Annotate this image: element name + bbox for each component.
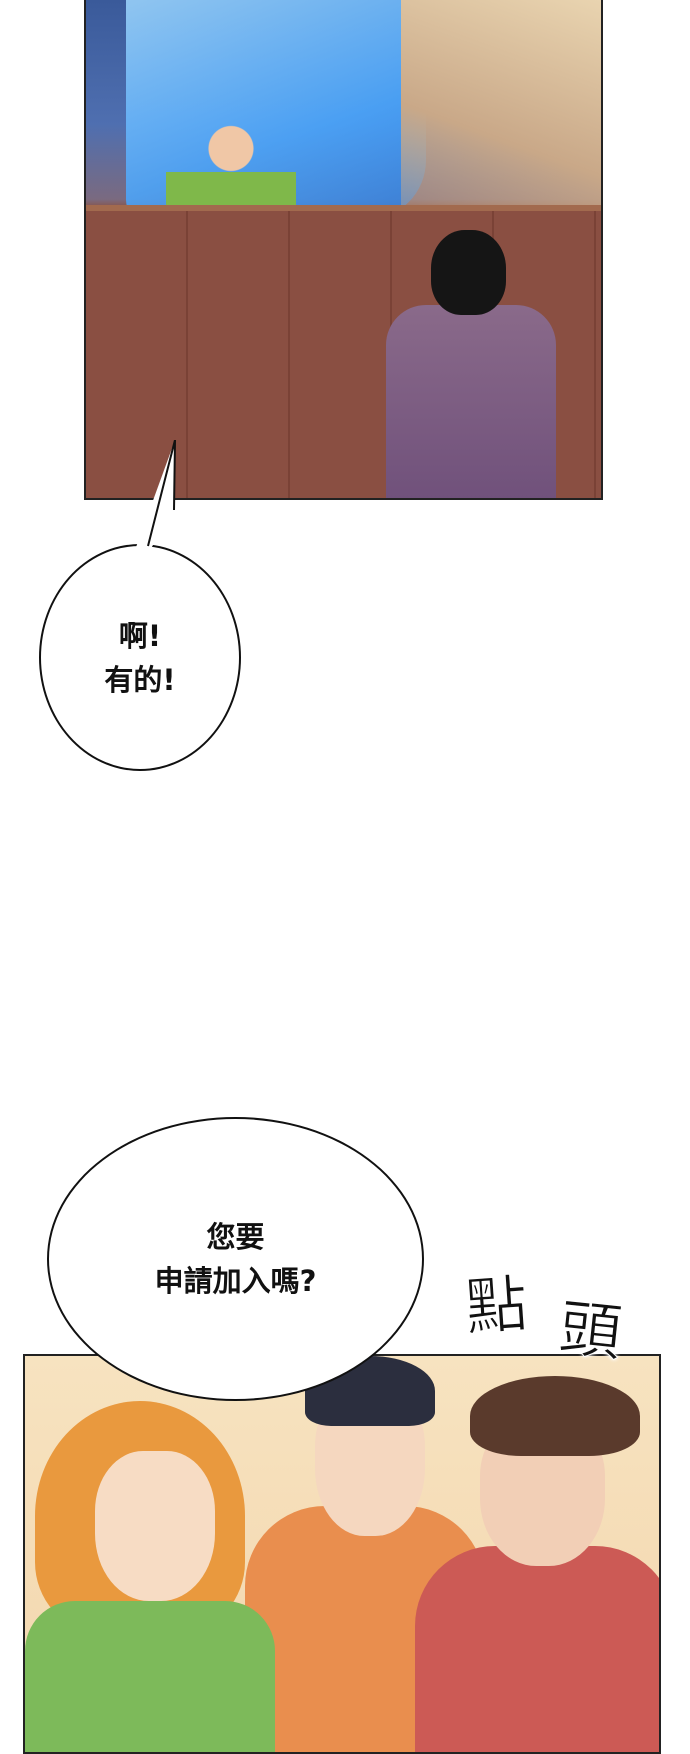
sound-effect-nod: 頭 (555, 1290, 626, 1371)
bubble-text: 申請加入嗎? (154, 1264, 317, 1298)
bubble-text: 您要 (206, 1220, 265, 1254)
comic-panel-counter (84, 0, 603, 500)
bubble-tail (135, 440, 176, 550)
man-back-figure (386, 230, 556, 498)
bubble-text: 有的! (104, 662, 176, 697)
bubble-text: 啊! (118, 618, 162, 653)
receptionist-figure (166, 120, 296, 215)
sound-effect-nod: 點 (462, 1266, 530, 1345)
speech-bubble-join-question: 您要 申請加入嗎? (47, 1117, 424, 1401)
speech-bubble-yes: 啊! 有的! (39, 544, 241, 771)
comic-panel-characters (23, 1354, 661, 1754)
